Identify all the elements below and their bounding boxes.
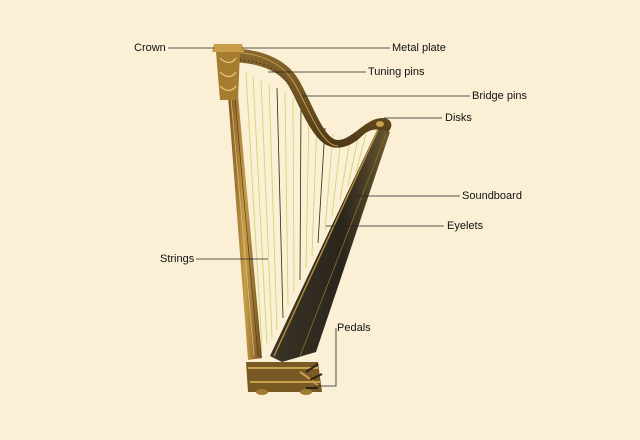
disks [376, 121, 384, 127]
pedals [305, 363, 323, 389]
column [228, 95, 262, 360]
label-pedals: Pedals [337, 322, 371, 334]
label-disks: Disks [445, 112, 472, 124]
label-crown: Crown [134, 42, 166, 54]
label-eyelets: Eyelets [447, 220, 484, 232]
label-bridge-pins: Bridge pins [472, 90, 528, 102]
label-soundboard: Soundboard [462, 190, 522, 202]
crown [212, 44, 244, 100]
soundboard [270, 128, 390, 362]
label-strings: Strings [160, 253, 195, 265]
neck [222, 48, 392, 148]
harp-base [246, 362, 322, 395]
label-tuning-pins: Tuning pins [368, 66, 425, 78]
label-metal-plate: Metal plate [392, 42, 446, 54]
leader-lines [168, 47, 470, 387]
